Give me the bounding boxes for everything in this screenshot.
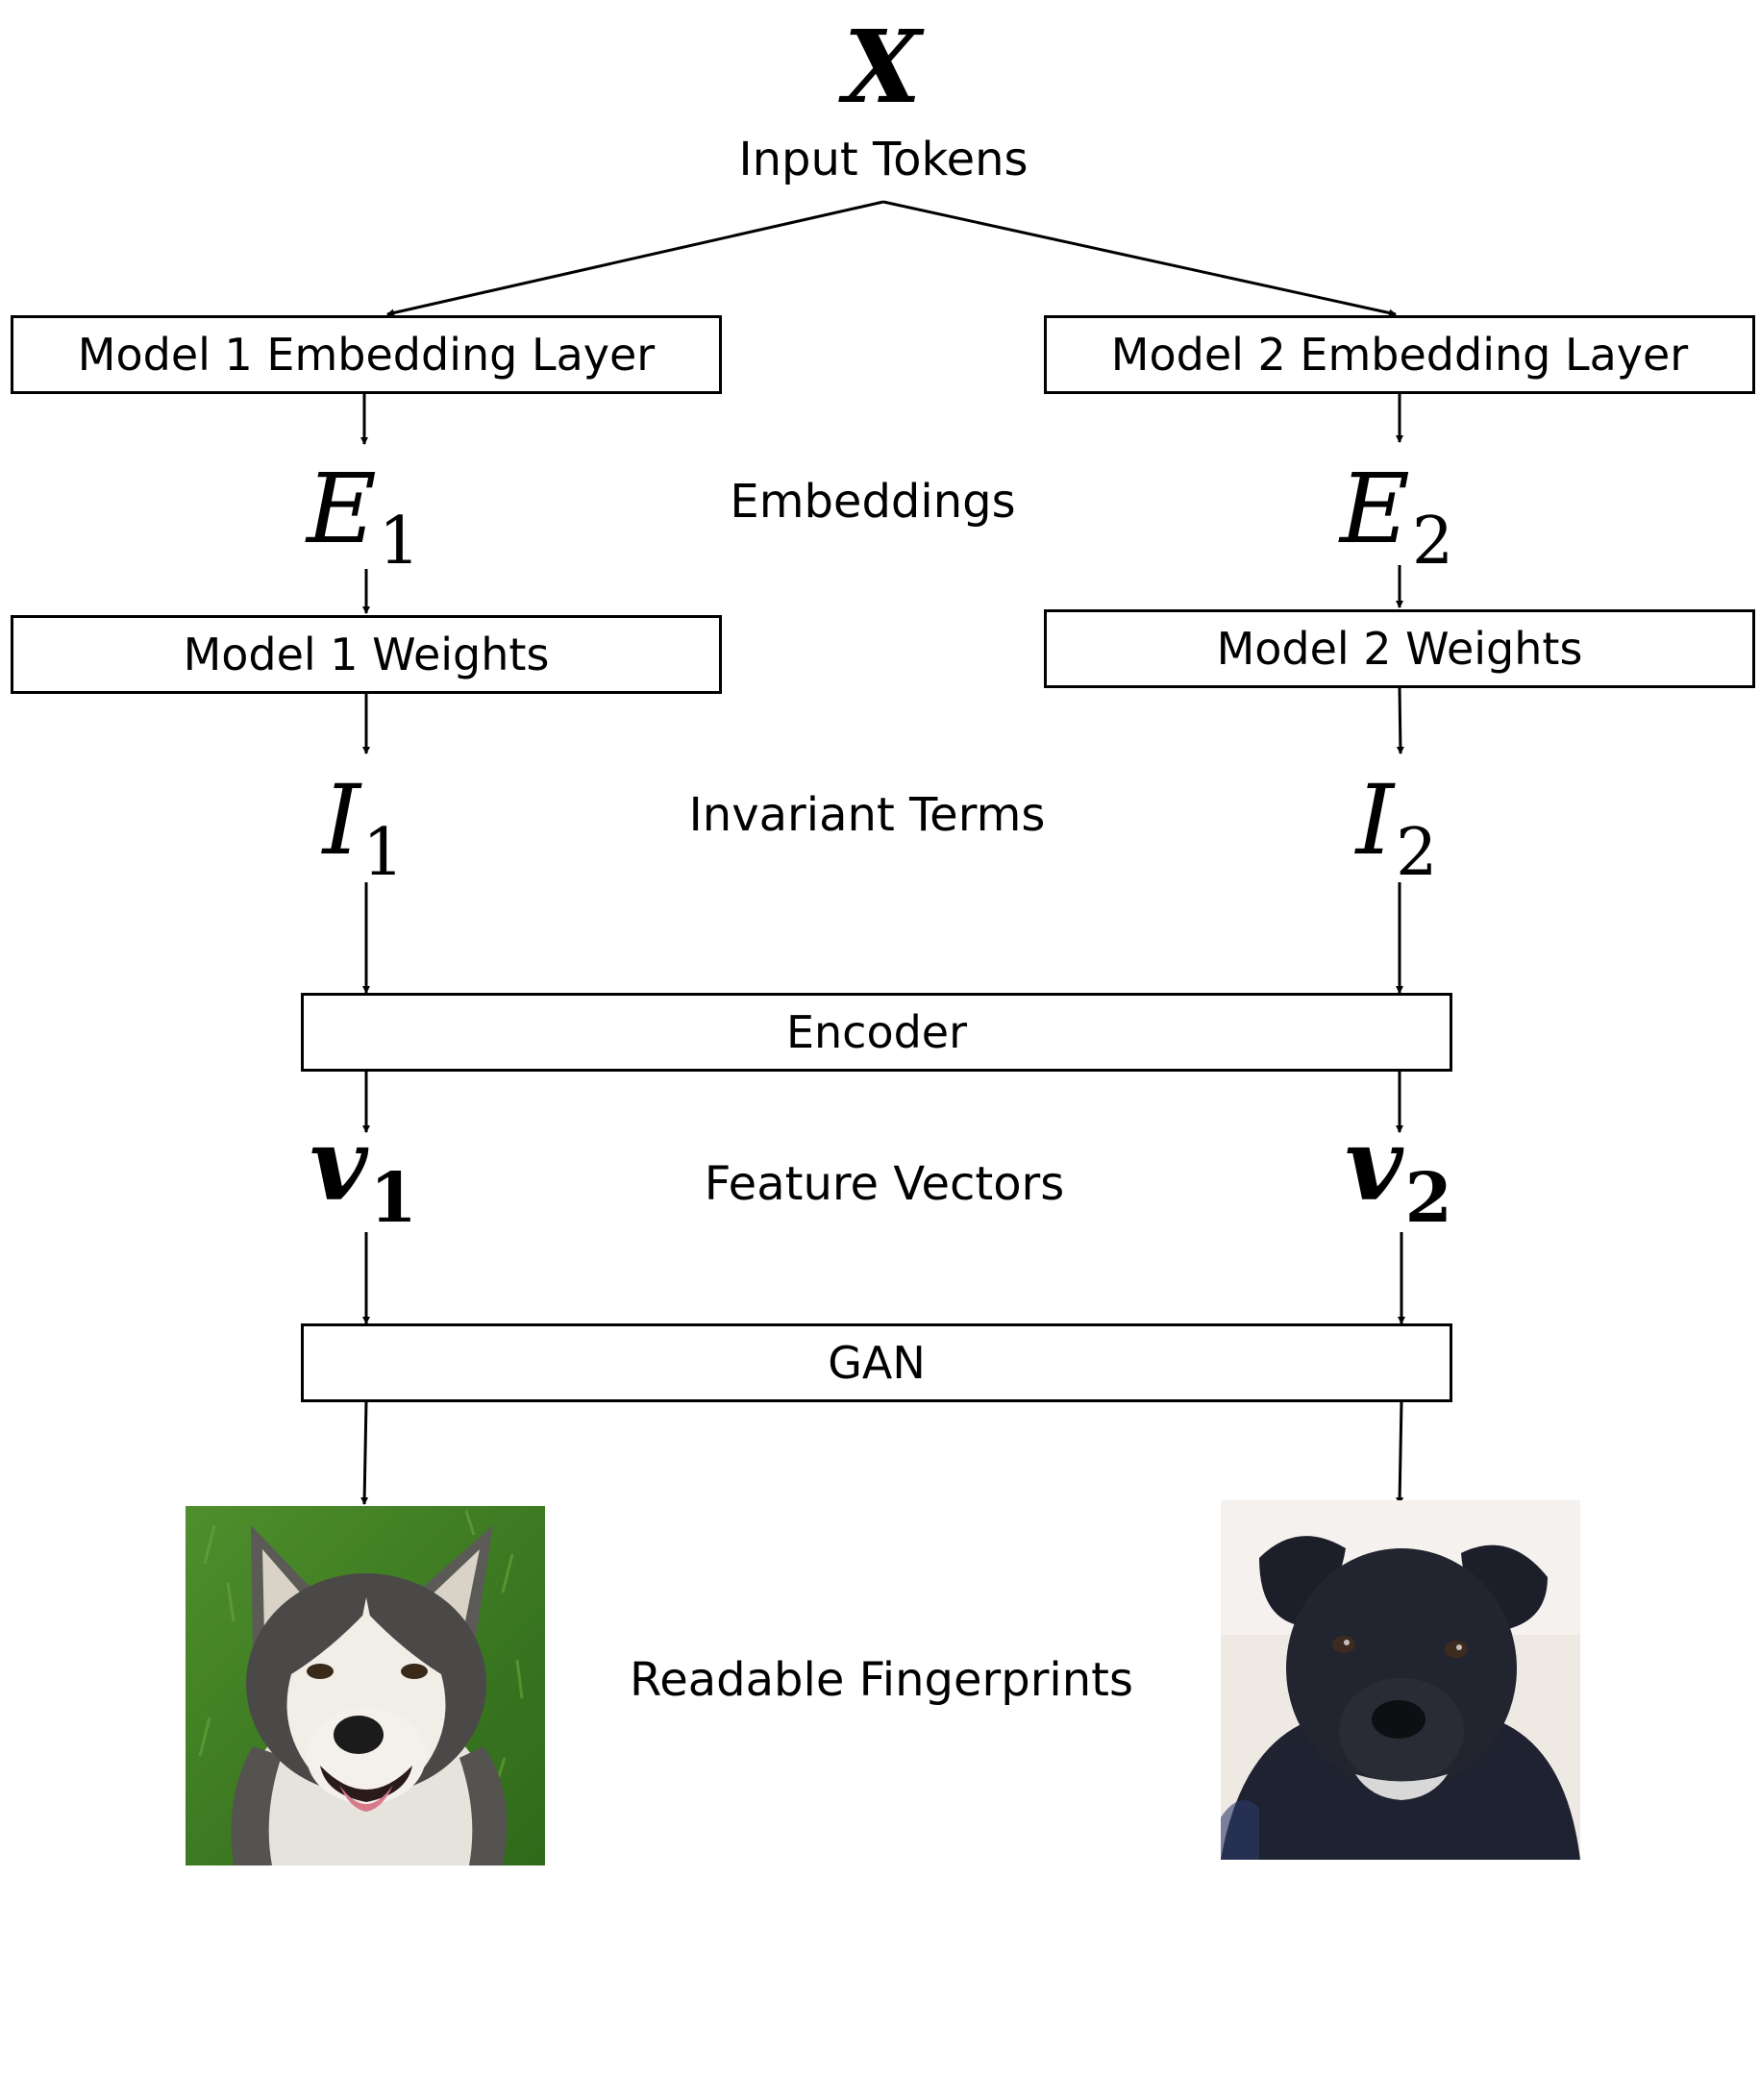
embeddings-label: Embeddings [730, 475, 1016, 529]
arrow-input-to-embed1 [386, 200, 884, 317]
arrow-gan-to-image-right [1396, 1400, 1404, 1505]
black-dog-drawing [1221, 1500, 1580, 1860]
symbol-i2: I2 [1356, 773, 1438, 886]
husky-dog-image [186, 1506, 545, 1865]
symbol-v2-base: v [1345, 1105, 1403, 1223]
symbol-e2: E2 [1340, 461, 1453, 575]
symbol-i1-base: I [322, 764, 361, 877]
model2-weights-box: Model 2 Weights [1044, 609, 1755, 688]
invariant-terms-label: Invariant Terms [688, 788, 1046, 842]
symbol-i1-sub: 1 [362, 814, 405, 891]
symbol-e1-base: E [306, 453, 377, 565]
symbol-v1: v1 [310, 1115, 417, 1232]
symbol-v1-base: v [310, 1105, 368, 1223]
readable-fingerprints-label: Readable Fingerprints [629, 1653, 1134, 1707]
symbol-e1: E1 [307, 461, 420, 575]
symbol-i2-sub: 2 [1396, 814, 1438, 891]
symbol-e2-base: E [1339, 453, 1410, 565]
encoder-box: Encoder [301, 993, 1452, 1072]
model2-embedding-layer-box: Model 2 Embedding Layer [1044, 315, 1755, 394]
gan-box: GAN [301, 1323, 1452, 1402]
husky-dog-drawing [186, 1506, 545, 1865]
input-tokens-label: Input Tokens [738, 133, 1029, 186]
symbol-i2-base: I [1355, 764, 1395, 877]
input-symbol-x: X [844, 17, 922, 117]
model1-weights-box: Model 1 Weights [11, 615, 722, 694]
symbol-e2-sub: 2 [1411, 503, 1454, 580]
input-symbol-text: X [843, 8, 922, 126]
feature-vectors-label: Feature Vectors [704, 1157, 1065, 1211]
symbol-v2-sub: 2 [1404, 1157, 1452, 1238]
model1-embedding-layer-box: Model 1 Embedding Layer [11, 315, 722, 394]
symbol-v2: v2 [1345, 1115, 1452, 1232]
arrow-gan-to-image-left [360, 1400, 369, 1505]
black-dog-image [1221, 1500, 1580, 1860]
symbol-v1-sub: 1 [369, 1157, 417, 1238]
symbol-e1-sub: 1 [378, 503, 421, 580]
symbol-i1: I1 [323, 773, 405, 886]
arrow-weights2-to-i2 [1396, 685, 1404, 754]
arrow-input-to-embed2 [882, 200, 1397, 317]
